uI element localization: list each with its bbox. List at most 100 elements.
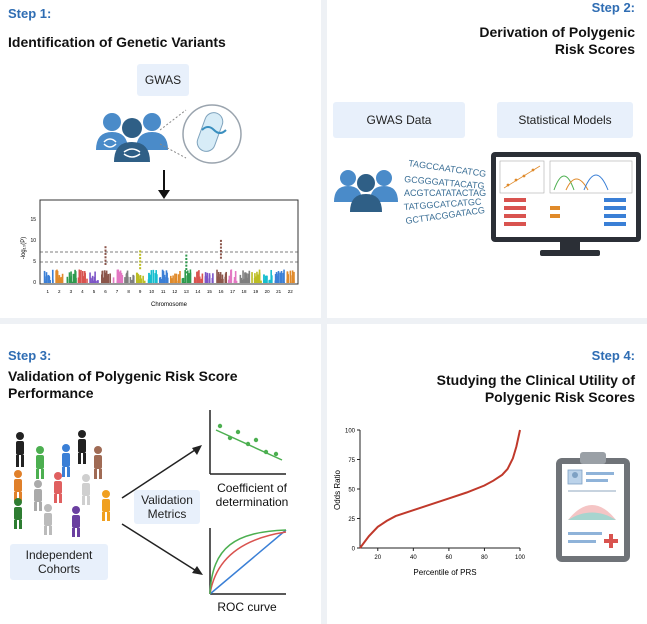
- manhattan-point: [230, 276, 232, 283]
- x-tick-label: 80: [481, 555, 488, 561]
- manhattan-point: [222, 278, 224, 283]
- manhattan-point: [60, 276, 62, 283]
- person-icon: [54, 472, 62, 503]
- clipboard-icon: [556, 452, 630, 562]
- validation-line1: Validation: [141, 493, 193, 507]
- manhattan-point: [276, 281, 279, 283]
- manhattan-point: [83, 271, 86, 283]
- manhattan-point: [56, 270, 59, 283]
- manhattan-point: [49, 280, 52, 283]
- manhattan-point: [104, 246, 107, 249]
- manhattan-point: [162, 280, 165, 283]
- regression-plot: [209, 410, 286, 475]
- manhattan-point: [120, 272, 123, 283]
- manhattan-xtick: 5: [93, 289, 96, 294]
- person-icon: [14, 470, 22, 501]
- manhattan-point: [57, 277, 60, 283]
- manhattan-xtick: 1: [47, 289, 50, 294]
- manhattan-point: [127, 276, 129, 283]
- people-dna-icon: [96, 104, 242, 164]
- manhattan-point: [161, 269, 164, 283]
- cohort-people-icons: [14, 430, 110, 537]
- manhattan-point: [66, 276, 69, 283]
- roc-label: ROC curve: [217, 600, 277, 614]
- derivation-illustration: TAGCCAATCATCG GCGGGATTACATG ACGTCATATACT…: [334, 152, 641, 256]
- y-tick-label: 75: [348, 458, 355, 464]
- manhattan-point: [251, 272, 253, 283]
- manhattan-point: [78, 272, 81, 283]
- odds-ratio-xlabel: Percentile of PRS: [413, 568, 476, 577]
- manhattan-point: [124, 279, 127, 283]
- manhattan-point: [156, 274, 158, 283]
- manhattan-point: [185, 268, 188, 271]
- manhattan-point: [219, 239, 222, 242]
- manhattan-point: [216, 269, 218, 283]
- manhattan-point: [186, 275, 188, 283]
- step4-title-line1: Studying the Clinical Utility of: [436, 372, 635, 388]
- odds-ratio-axes: [359, 430, 520, 549]
- coefficient-label: Coefficient of determination: [212, 481, 292, 509]
- manhattan-xlabel: Chromosome: [151, 302, 188, 308]
- manhattan-point: [150, 270, 153, 283]
- manhattan-point: [116, 269, 119, 283]
- manhattan-xtick: 3: [70, 289, 73, 294]
- manhattan-ytick: 15: [30, 217, 36, 223]
- manhattan-point: [160, 278, 163, 283]
- manhattan-point: [154, 273, 157, 283]
- y-tick-label: 100: [345, 429, 356, 435]
- manhattan-point: [119, 272, 122, 283]
- manhattan-point: [174, 273, 176, 283]
- step1-title: Identification of Genetic Variants: [8, 34, 226, 50]
- manhattan-point: [121, 275, 124, 283]
- manhattan-point: [148, 273, 150, 283]
- manhattan-point: [118, 277, 121, 283]
- manhattan-point: [93, 276, 96, 283]
- manhattan-point: [104, 277, 107, 283]
- manhattan-point: [51, 269, 54, 283]
- manhattan-point: [246, 273, 248, 283]
- manhattan-point: [247, 273, 250, 283]
- manhattan-point: [233, 280, 236, 283]
- manhattan-xtick: 15: [207, 289, 213, 294]
- step3-title-line2: Performance: [8, 385, 94, 401]
- manhattan-point: [132, 274, 134, 283]
- people-icon: [334, 170, 398, 212]
- manhattan-point: [69, 277, 71, 283]
- manhattan-point: [164, 277, 166, 283]
- manhattan-xtick: 12: [172, 289, 178, 294]
- validation-line2: Metrics: [147, 507, 187, 521]
- manhattan-ytick: 0: [33, 280, 36, 286]
- y-tick-label: 50: [348, 488, 355, 494]
- manhattan-point: [140, 278, 143, 283]
- manhattan-xtick: 21: [276, 289, 282, 294]
- manhattan-xtick: 11: [161, 289, 166, 294]
- person-icon: [72, 506, 80, 537]
- manhattan-point: [260, 280, 262, 283]
- step2-title: Derivation of Polygenic Risk Scores: [479, 24, 635, 58]
- manhattan-point: [104, 252, 107, 255]
- manhattan-point: [162, 271, 165, 283]
- step2-label: Step 2:: [591, 0, 635, 15]
- manhattan-point: [286, 278, 289, 283]
- person-icon: [102, 490, 110, 521]
- manhattan-point: [55, 279, 58, 283]
- manhattan-point: [137, 274, 140, 283]
- manhattan-point: [55, 270, 57, 283]
- person-icon: [34, 480, 42, 511]
- y-tick-label: 25: [348, 517, 355, 523]
- manhattan-point: [79, 271, 82, 283]
- step3-label: Step 3:: [8, 348, 52, 363]
- manhattan-point: [86, 278, 88, 283]
- manhattan-point: [89, 272, 91, 283]
- person-icon: [62, 444, 70, 477]
- manhattan-point: [142, 275, 144, 283]
- manhattan-point: [256, 278, 258, 283]
- manhattan-point: [263, 274, 265, 283]
- manhattan-point: [152, 269, 155, 283]
- manhattan-point: [77, 280, 80, 283]
- y-tick-label: 0: [352, 547, 356, 553]
- manhattan-point: [139, 263, 142, 266]
- person-icon: [16, 432, 24, 467]
